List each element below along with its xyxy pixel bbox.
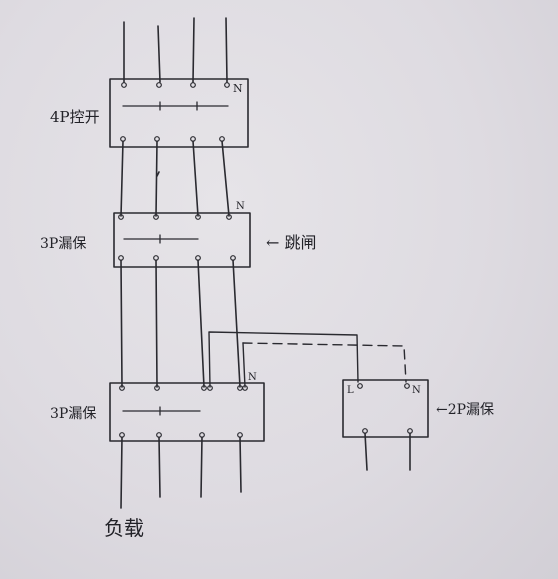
- terminal-n-upper: N: [236, 201, 245, 212]
- terminal-n-4p: N: [233, 82, 243, 95]
- wires-upper-to-lower-rcd: [120, 259, 241, 388]
- label-4p-breaker: 4P控开: [50, 108, 100, 126]
- breaker-4p-bar: [122, 101, 229, 111]
- rcd-2p-output-wires: [364, 432, 411, 471]
- label-upper-rcd: 3P漏保: [40, 236, 86, 252]
- rcd-3p-upper-bar: [123, 234, 199, 244]
- label-trip-note: ← 跳闸: [266, 233, 317, 252]
- load-wires: [120, 436, 242, 509]
- rcd-3p-lower: N: [109, 372, 265, 442]
- incoming-wires: [123, 17, 228, 83]
- rcd-3p-lower-bar: [122, 406, 201, 416]
- neutral-wire-to-2p-dashed: [242, 342, 407, 383]
- wires-4p-to-upper-rcd: [120, 140, 230, 217]
- terminal-l-2p: L: [347, 385, 354, 396]
- label-lower-rcd: 3P漏保: [50, 406, 96, 422]
- breaker-4p: N: [109, 78, 249, 148]
- rcd-3p-upper: N: [113, 201, 251, 268]
- rcd-2p: L N: [342, 379, 429, 438]
- label-2p-rcd: ←2P漏保: [436, 402, 494, 418]
- rcd-3p-lower-box: [109, 382, 265, 442]
- label-load: 负载: [104, 516, 144, 540]
- wires-to-2p-rcd: [208, 331, 407, 388]
- live-wire-to-2p: [208, 331, 359, 388]
- rcd-3p-upper-box: [113, 212, 251, 268]
- terminal-n-2p: N: [412, 385, 421, 396]
- rcd-2p-box: [342, 379, 429, 438]
- breaker-4p-box: [109, 78, 249, 148]
- terminal-n-lower: N: [248, 372, 257, 383]
- neutral-riser: [242, 342, 246, 388]
